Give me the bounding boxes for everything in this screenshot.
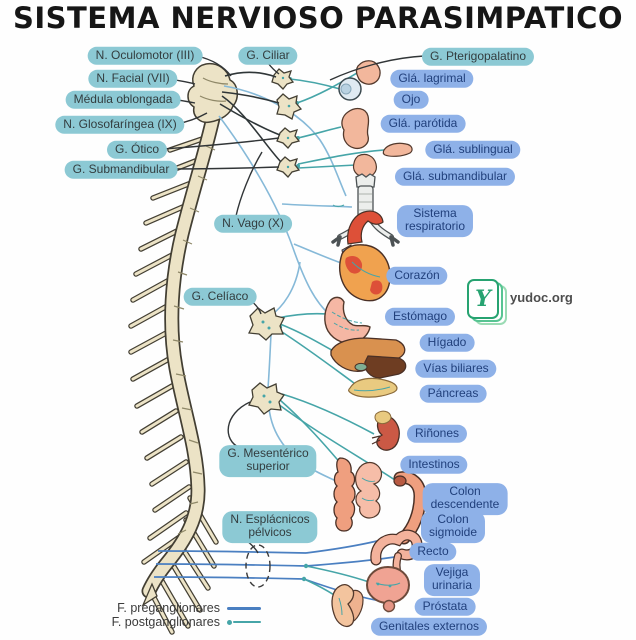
- heart: [339, 210, 391, 302]
- sublingual-gland: [382, 142, 413, 157]
- intestines: [333, 457, 383, 532]
- pancreas: [348, 377, 398, 398]
- legend: F. preganglionares F. postganglionares: [48, 601, 263, 629]
- preganglionic-line-swatch: [227, 606, 263, 610]
- submandibular-gland: [352, 153, 377, 178]
- label-n-facial-vii: N. Facial (VII): [88, 69, 178, 89]
- external-genitalia: [331, 583, 364, 628]
- legend-label-postganglionic: F. postganglionares: [111, 615, 220, 629]
- label-vejiga-urinaria: Vejiga urinaria: [423, 564, 481, 596]
- label-g-mesenterico-superior: G. Mesentérico superior: [219, 445, 317, 477]
- label-genitales-externos: Genitales externos: [370, 617, 488, 637]
- label-intestinos: Intestinos: [400, 455, 468, 475]
- label-gla-sublingual: Glá. sublingual: [425, 140, 521, 160]
- label-estomago: Estómago: [384, 307, 456, 327]
- ganglia-shapes: [247, 68, 303, 415]
- bladder: [366, 566, 410, 613]
- celiac-ganglion: [247, 307, 285, 341]
- label-n-esplacnicos-pelvicos: N. Esplácnicos pélvicos: [222, 511, 318, 543]
- label-n-vago-x: N. Vago (X): [214, 214, 292, 234]
- label-g-submandibular: G. Submandibular: [64, 160, 178, 180]
- label-gla-parotida: Glá. parótida: [380, 114, 466, 134]
- label-colon-descendente: Colon descendente: [422, 483, 508, 515]
- label-gla-submandibular: Glá. submandibular: [394, 167, 516, 187]
- lacrimal-gland: [355, 60, 381, 85]
- label-sistema-respiratorio: Sistema respiratorio: [396, 205, 474, 237]
- eye: [338, 77, 362, 101]
- postganglionic-fibers: [277, 72, 399, 605]
- label-n-oculomotor-iii: N. Oculomotor (III): [87, 46, 203, 66]
- label-pancreas: Páncreas: [419, 384, 487, 404]
- descending-colon: [393, 471, 427, 545]
- respiratory-tract: [331, 173, 400, 247]
- label-g-otico: G. Ótico: [106, 140, 168, 160]
- watermark-text: yudoc.org: [510, 290, 573, 305]
- label-higado: Hígado: [419, 333, 475, 353]
- pelvic-plexus-ellipse: [245, 544, 271, 588]
- label-rinones: Riñones: [406, 424, 468, 444]
- label-corazon: Corazón: [386, 266, 448, 286]
- legend-row-postganglionic: F. postganglionares: [48, 615, 263, 629]
- label-n-glosofaringea-ix: N. Glosofaríngea (IX): [55, 115, 185, 135]
- cranial-nerve-trunks: [219, 71, 282, 163]
- label-colon-sigmoide: Colon sigmoide: [420, 511, 486, 543]
- stomach: [324, 296, 371, 345]
- kidney: [371, 410, 400, 451]
- gallbladder: [354, 362, 368, 372]
- adrenal-gland: [374, 410, 392, 425]
- label-recto: Recto: [409, 542, 457, 562]
- superior-mesenteric-ganglion: [248, 382, 285, 415]
- ganglia-dots: [261, 76, 291, 404]
- legend-label-preganglionic: F. preganglionares: [117, 601, 220, 615]
- parotid-gland: [341, 107, 370, 150]
- label-g-ciliar: G. Ciliar: [238, 46, 298, 66]
- label-vias-biliares: Vías biliares: [415, 359, 497, 379]
- label-g-celiaco: G. Celíaco: [183, 287, 257, 307]
- liver: [330, 337, 407, 379]
- postganglionic-line-swatch: [227, 619, 263, 625]
- logo-y-icon: Y: [467, 279, 499, 319]
- label-ojo: Ojo: [393, 90, 429, 110]
- watermark: Y yudoc.org: [466, 279, 596, 329]
- organs: [324, 60, 427, 628]
- label-g-pterigopalatino: G. Pterigopalatino: [421, 47, 535, 67]
- page-title: SISTEMA NERVIOSO PARASIMPATICO: [12, 1, 624, 35]
- label-prostata: Próstata: [414, 597, 476, 617]
- legend-row-preganglionic: F. preganglionares: [48, 601, 263, 615]
- prostate: [382, 599, 396, 613]
- label-medula-oblongada: Médula oblongada: [65, 90, 181, 110]
- label-gla-lagrimal: Glá. lagrimal: [390, 69, 474, 89]
